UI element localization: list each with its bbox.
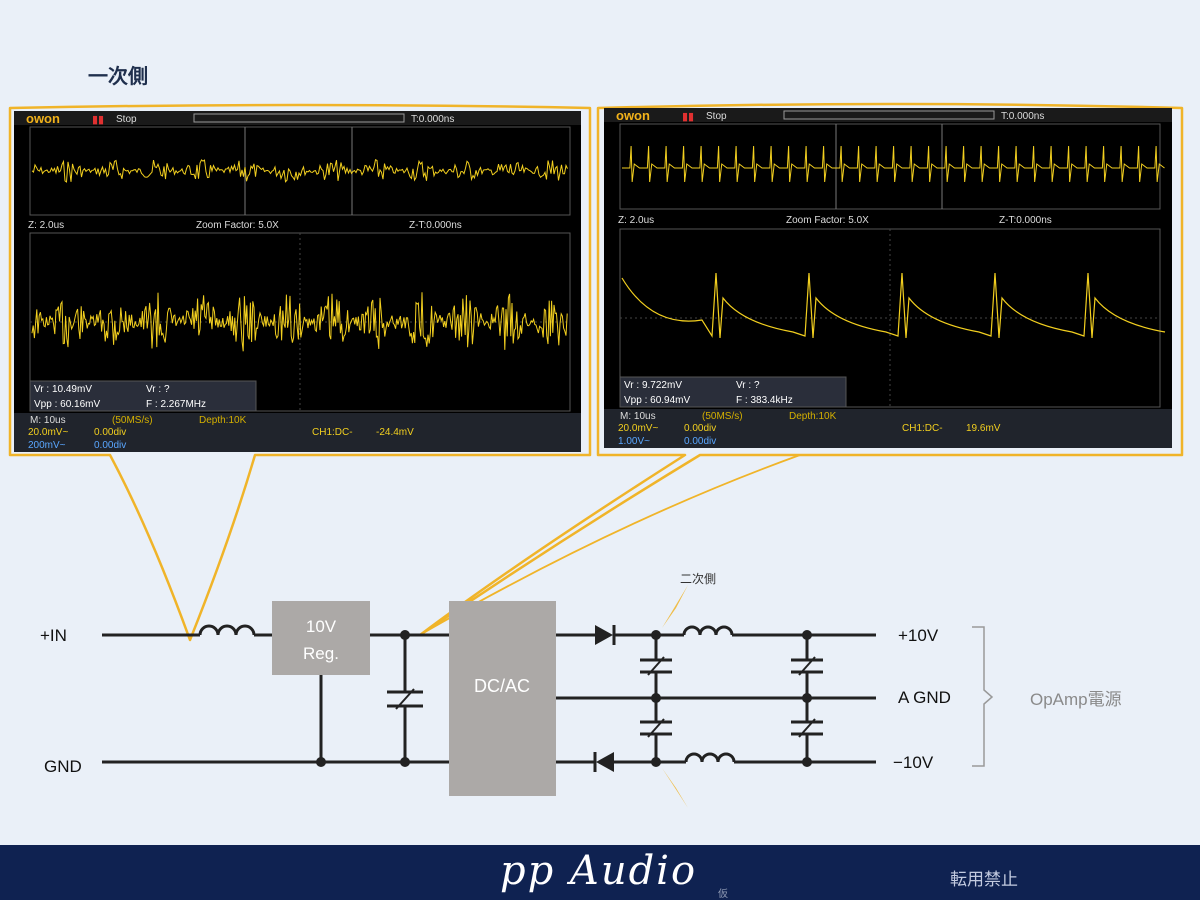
scope-left-trigger-time: T:0.000ns xyxy=(411,114,454,125)
pause-icon: ▮▮ xyxy=(92,114,104,126)
secondary-probe-arrow-bottom xyxy=(662,768,688,808)
scope-right-main-timebase: M: 10us xyxy=(620,411,656,422)
converter-block xyxy=(449,601,556,796)
scope-right-trigger-time: T:0.000ns xyxy=(1001,111,1044,122)
secondary-side-label: 二次側 xyxy=(680,572,716,586)
scope-right-sample-rate: (50MS/s) xyxy=(702,411,743,422)
scope-right-meas-vr2: Vr : ? xyxy=(736,380,760,391)
oscilloscope-left: owon ▮▮ Stop T:0.000ns Z: 2.0us Zoom Fac… xyxy=(14,111,581,452)
output-gnd-label: A GND xyxy=(898,688,951,707)
scope-left-zoom-timebase: Z: 2.0us xyxy=(28,220,64,231)
output-positive-label: +10V xyxy=(898,626,939,645)
rail-caption: OpAmp電源 xyxy=(1030,690,1122,709)
input-inductor xyxy=(198,624,256,636)
scope-left-zoom-trace xyxy=(31,158,568,183)
scope-left-depth: Depth:10K xyxy=(199,415,247,426)
regulator-label-line1: 10V xyxy=(306,617,337,636)
scope-right-zoom-trace xyxy=(622,145,1165,183)
input-label: +IN xyxy=(40,626,67,645)
oscilloscope-right: owon ▮▮ Stop T:0.000ns Z: 2.0us Zoom Fac… xyxy=(604,108,1172,448)
scope-right-meas-vr: Vr : 9.722mV xyxy=(624,380,682,391)
scope-left-meas-vpp: Vpp : 60.16mV xyxy=(34,399,100,410)
scope-left-main-timebase: M: 10us xyxy=(30,415,66,426)
scope-left-meas-vr2: Vr : ? xyxy=(146,384,170,395)
scope-left-ch1-scale: 20.0mV~ xyxy=(28,427,68,438)
footer-brand: pp Audio xyxy=(500,848,698,894)
footer-notice: 転用禁止 xyxy=(950,870,1018,890)
callout-right xyxy=(418,102,1184,637)
primary-side-title: 一次側 xyxy=(88,64,148,88)
scope-right-ch2-offset: 0.00div xyxy=(684,436,716,447)
scope-right-trigger-info: CH1:DC- xyxy=(902,423,943,434)
scope-right-ch2-scale: 1.00V~ xyxy=(618,436,650,447)
scope-right-zoom-time: Z-T:0.000ns xyxy=(999,215,1052,226)
scope-left-trigger-info: CH1:DC- xyxy=(312,427,353,438)
scope-left-trigger-level: -24.4mV xyxy=(376,427,414,438)
inductor-positive xyxy=(682,625,734,636)
scope-right-state: Stop xyxy=(706,111,727,122)
converter-label: DC/AC xyxy=(474,676,530,696)
scope-left-ch1-offset: 0.00div xyxy=(94,427,126,438)
scope-left-zoom-factor: Zoom Factor: 5.0X xyxy=(196,220,279,231)
scope-right-depth: Depth:10K xyxy=(789,411,837,422)
diode-positive xyxy=(595,625,613,645)
scope-left-zoom-time: Z-T:0.000ns xyxy=(409,220,462,231)
scope-right-meas-vpp: Vpp : 60.94mV xyxy=(624,395,690,406)
scope-right-ch1-scale: 20.0mV~ xyxy=(618,423,658,434)
regulator-label-line2: Reg. xyxy=(303,644,339,663)
scope-left-meas-f: F : 2.267MHz xyxy=(146,399,206,410)
scope-left-ch2-offset: 0.00div xyxy=(94,440,126,451)
scope-left-main-trace xyxy=(31,292,568,352)
scope-right-brand: owon xyxy=(616,108,650,123)
diode-negative xyxy=(596,752,614,772)
rail-bracket xyxy=(972,626,994,767)
scope-left-brand: owon xyxy=(26,111,60,126)
scope-right-meas-f: F : 383.4kHz xyxy=(736,395,793,406)
scope-left-meas-vr: Vr : 10.49mV xyxy=(34,384,92,395)
scope-left-sample-rate: (50MS/s) xyxy=(112,415,153,426)
inductor-negative xyxy=(684,752,736,763)
scope-right-main-trace xyxy=(621,272,1166,339)
secondary-probe-arrow-top xyxy=(662,585,688,628)
scope-right-trigger-level: 19.6mV xyxy=(966,423,1001,434)
scope-right-zoom-factor: Zoom Factor: 5.0X xyxy=(786,215,869,226)
footer-brand-sub: 仮 xyxy=(718,889,728,900)
output-negative-label: −10V xyxy=(893,753,934,772)
pause-icon: ▮▮ xyxy=(682,111,694,123)
scope-left-display: owon ▮▮ Stop T:0.000ns Z: 2.0us Zoom Fac… xyxy=(14,111,581,452)
scope-right-ch1-offset: 0.00div xyxy=(684,423,716,434)
gnd-label: GND xyxy=(44,757,82,776)
regulator-block xyxy=(272,601,370,675)
callout-left xyxy=(8,103,592,642)
scope-right-zoom-timebase: Z: 2.0us xyxy=(618,215,654,226)
scope-left-ch2-scale: 200mV~ xyxy=(28,440,66,451)
scope-left-state: Stop xyxy=(116,114,137,125)
scope-right-display: owon ▮▮ Stop T:0.000ns Z: 2.0us Zoom Fac… xyxy=(604,108,1172,448)
footer-bar xyxy=(0,845,1200,900)
